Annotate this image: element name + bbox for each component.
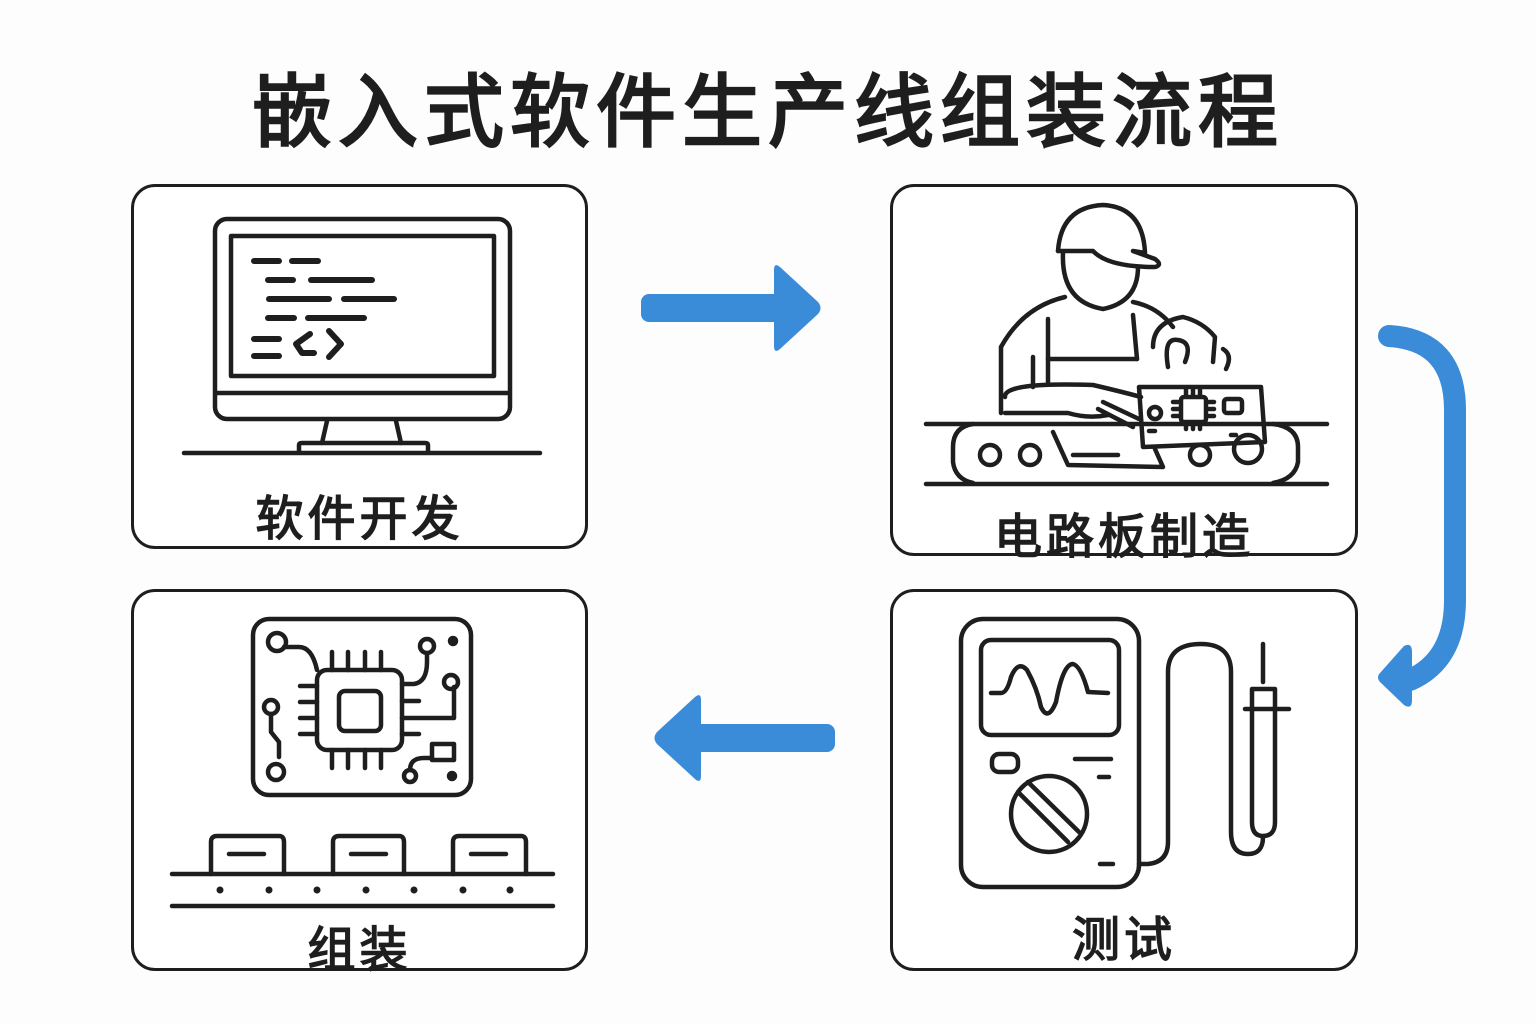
arrow-right-icon <box>641 265 821 351</box>
step-card-pcb-manufacturing: 电路板制造 <box>890 184 1358 565</box>
step-card-software-dev: 软件开发 <box>131 184 588 549</box>
step-card-testing: 测试 <box>890 589 1358 971</box>
step-label-assembly: 组装 <box>307 922 412 978</box>
step-label-software-dev: 软件开发 <box>255 491 464 547</box>
arrow-left-icon <box>654 695 835 781</box>
worker-assembling-pcb-icon <box>923 202 1330 487</box>
chip-conveyor-icon <box>169 616 556 909</box>
multimeter-icon <box>958 616 1292 890</box>
computer-monitor-code-icon <box>181 216 543 456</box>
arrow-curved-down-icon <box>1378 325 1466 707</box>
page-title: 嵌入式软件生产线组装流程 <box>252 66 1284 159</box>
step-label-testing: 测试 <box>1071 912 1176 968</box>
step-card-assembly: 组装 <box>131 589 588 978</box>
step-label-pcb-manufacturing: 电路板制造 <box>993 509 1254 565</box>
